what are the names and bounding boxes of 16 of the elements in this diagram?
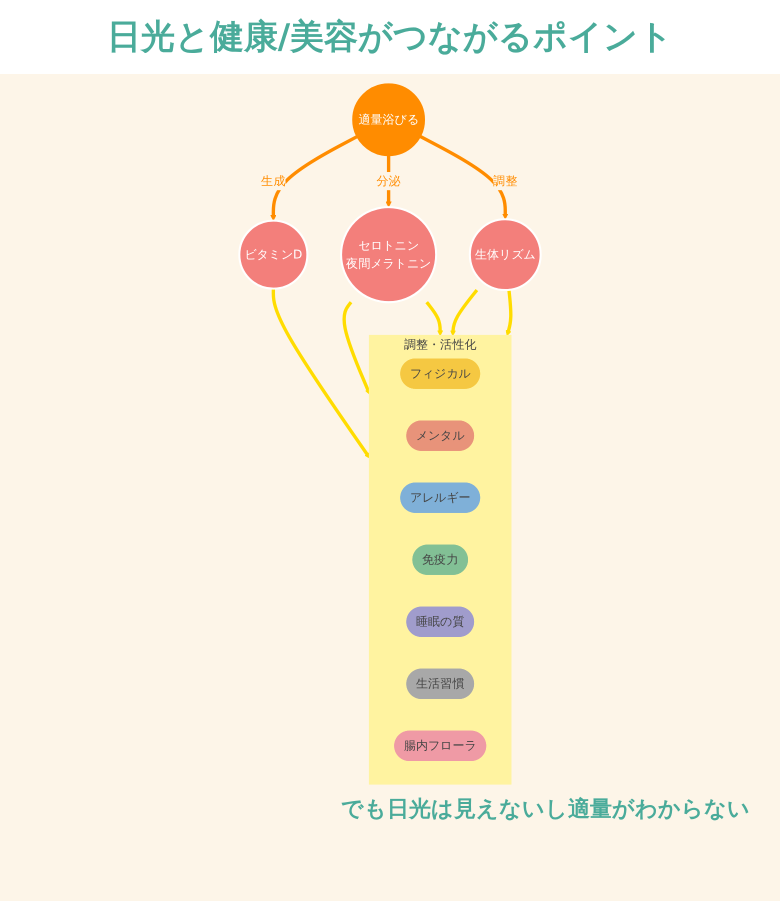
arrow [450,289,478,336]
arrow [506,290,512,336]
arrow [342,301,371,395]
node-circle: 適量浴びる [352,83,426,156]
arrow [270,134,358,221]
arrow [419,134,508,220]
edge-label: 分泌 [376,174,401,188]
node-circle: ビタミンD [238,220,308,290]
note-text: でも日光は見えないし適量がわからない [341,796,750,824]
edge-label: 生成 [261,174,286,188]
node-circle: セロトニン 夜間メラトニン [340,206,438,304]
arrow [425,301,444,336]
node-circle: 生体リズム [468,218,542,292]
edge-label: 調整 [493,174,518,188]
title: 日光と健康/美容がつながるポイント [106,16,674,59]
arrow [272,288,370,459]
